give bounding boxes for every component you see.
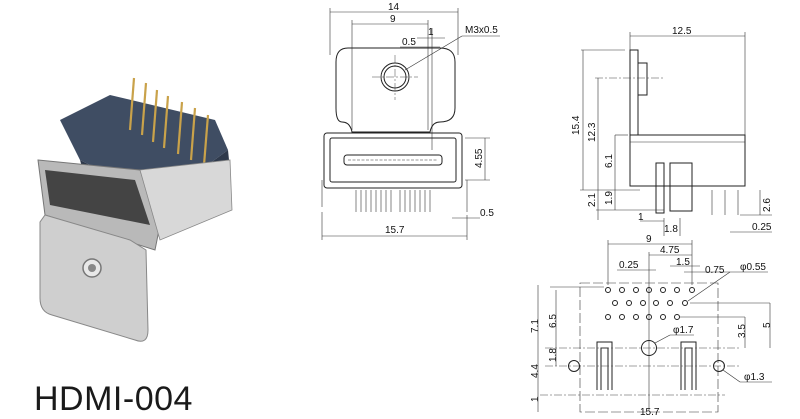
dim-side-1-9: 1.9 — [604, 191, 615, 205]
dim-fp-9: 9 — [646, 234, 652, 245]
dim-side-2-1: 2.1 — [587, 193, 598, 207]
dim-side-2-6: 2.6 — [762, 198, 773, 212]
product-photo — [37, 77, 233, 342]
dim-fp-0-25: 0.25 — [619, 260, 639, 271]
dim-fp-5: 5 — [762, 322, 773, 328]
footprint-drawing: 9 4.75 0.25 1.5 0.75 φ0.55 7.1 6.5 φ1.7 … — [530, 234, 773, 417]
dim-fp-6-5: 6.5 — [548, 314, 559, 328]
dim-fp-4-4: 4.4 — [530, 364, 541, 378]
dim-fp-0-75: 0.75 — [705, 265, 725, 276]
dim-fp-3-5: 3.5 — [737, 324, 748, 338]
dim-side-1: 1 — [638, 212, 644, 223]
front-view-drawing: 14 9 1 0.5 M3x0.5 4.55 0.5 15.7 — [321, 2, 500, 240]
dim-front-14: 14 — [388, 2, 400, 13]
dim-side-12-5: 12.5 — [672, 26, 692, 37]
dim-fp-1-8: 1.8 — [548, 348, 559, 362]
dim-side-0-25: 0.25 — [752, 222, 772, 233]
dim-front-15-7: 15.7 — [385, 225, 405, 236]
dim-front-pin-0-5: 0.5 — [480, 208, 494, 219]
dim-side-12-3: 12.3 — [587, 122, 598, 142]
dim-side-6-1: 6.1 — [604, 154, 615, 168]
dim-fp-peg-dia: φ1.3 — [744, 372, 765, 383]
dim-side-15-4: 15.4 — [571, 115, 582, 135]
dim-fp-4-75: 4.75 — [660, 245, 680, 256]
dim-fp-post-dia: φ1.7 — [673, 325, 694, 336]
dim-front-1: 1 — [428, 27, 434, 38]
dim-front-4-55: 4.55 — [474, 148, 485, 168]
dim-thread: M3x0.5 — [465, 25, 498, 36]
side-view-drawing: 12.5 15.4 12.3 6.1 2.1 1.9 2.6 1 1.8 0.2… — [571, 26, 773, 236]
dim-fp-15-7: 15.7 — [640, 407, 660, 417]
dim-side-1-8: 1.8 — [664, 224, 678, 235]
dim-fp-7-1: 7.1 — [530, 319, 541, 333]
dim-fp-1-5: 1.5 — [676, 257, 690, 268]
dim-fp-1: 1 — [530, 396, 541, 402]
product-model-title: HDMI-004 — [34, 380, 193, 418]
dim-fp-pad-dia: φ0.55 — [740, 262, 766, 273]
dim-front-0-5: 0.5 — [402, 37, 416, 48]
dim-front-9: 9 — [390, 14, 396, 25]
